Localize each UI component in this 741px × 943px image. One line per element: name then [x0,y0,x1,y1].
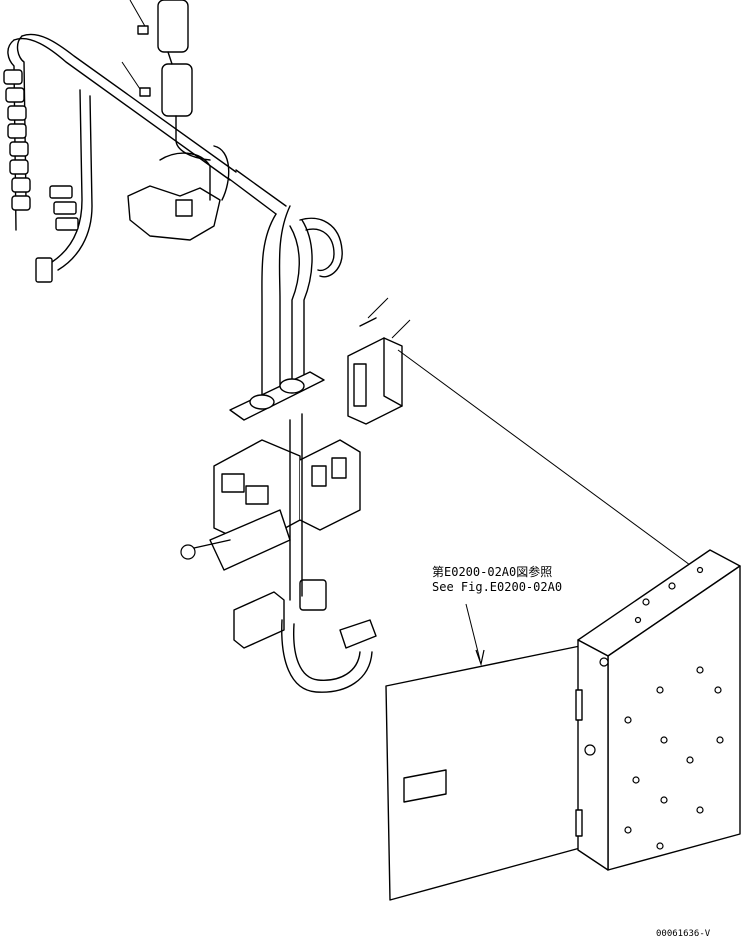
clamp-bracket-assembly [127,145,230,241]
drawing-code: 00061636-V [656,929,711,939]
reference-arrow [465,603,485,667]
assembly-leader-line [397,349,725,591]
lower-harness-loop [233,413,377,693]
relay-fuse-block [180,439,361,571]
top-connector-stack [121,0,211,161]
electrical-cabinet [575,549,741,871]
left-connector-cluster [3,69,79,283]
grommet-plate [229,371,325,421]
upper-harness-branch [7,33,287,271]
main-harness-trunk [261,205,343,401]
figure-reference-english: See Fig.E0200-02A0 [432,580,563,594]
control-module [347,297,411,425]
cabinet-cover-panel [385,645,581,901]
figure-reference-japanese: 第E0200-02A0図参照 [432,565,553,579]
